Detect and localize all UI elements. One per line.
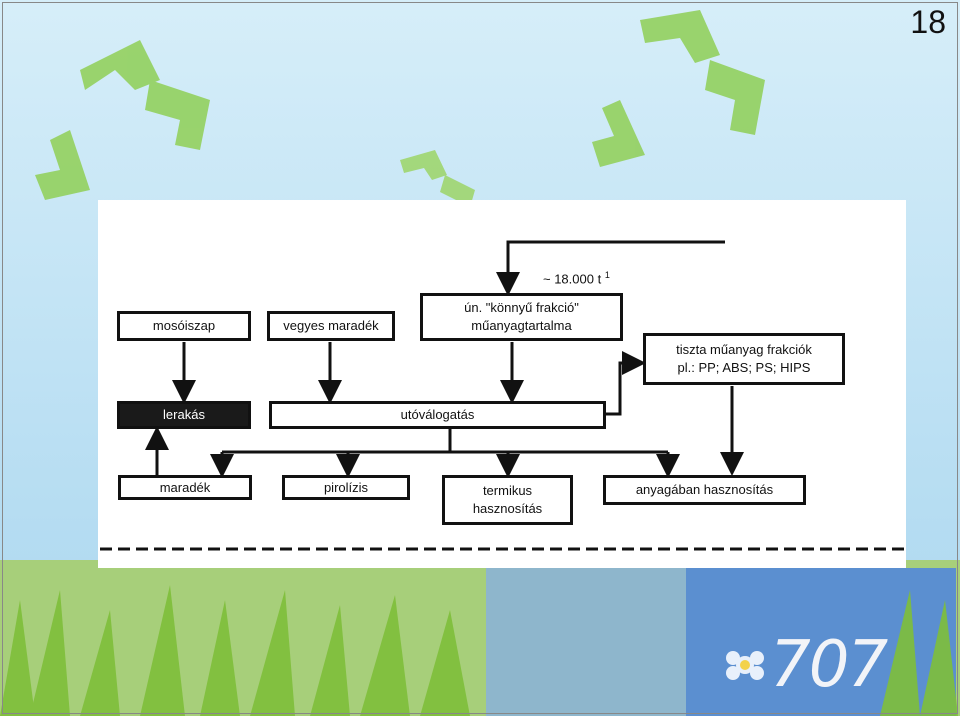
node-vegyes-maradek: vegyes maradék bbox=[267, 311, 395, 341]
tonnage-footnote: 1 bbox=[604, 270, 610, 280]
node-mosoiszap: mosóiszap bbox=[117, 311, 251, 341]
grass bbox=[0, 585, 958, 716]
node-termikus-label-2: hasznosítás bbox=[472, 501, 543, 516]
node-vegyes-label: vegyes maradék bbox=[283, 318, 379, 333]
node-termikus: termikus hasznosítás bbox=[442, 475, 573, 525]
arrow-utovalogatas-tiszta bbox=[606, 351, 646, 416]
node-termikus-label-1: termikus bbox=[482, 483, 533, 498]
node-lerakas-label: lerakás bbox=[163, 407, 205, 422]
tonnage-text: ~ 18.000 t bbox=[543, 271, 602, 287]
node-pirolizis: pirolízis bbox=[282, 475, 410, 500]
node-lerakas: lerakás bbox=[117, 401, 251, 429]
node-maradek-label: maradék bbox=[159, 479, 211, 495]
node-maradek: maradék bbox=[118, 475, 252, 500]
node-utovalogatas-label: utóválogatás bbox=[400, 407, 475, 422]
node-konnyu-label-2: műanyagtartalma bbox=[471, 318, 572, 333]
node-anyagaban-label: anyagában hasznosítás bbox=[635, 482, 774, 497]
watermark-707: 707 bbox=[770, 628, 888, 702]
node-konnyu-label-1: ún. "könnyű frakció" bbox=[464, 300, 579, 315]
node-tiszta-label-1: tiszta műanyag frakciók bbox=[676, 342, 812, 357]
node-tiszta-frakciok: tiszta műanyag frakciók pl.: PP; ABS; PS… bbox=[643, 333, 845, 385]
feed-arrow bbox=[496, 240, 725, 296]
flower-icon bbox=[726, 651, 764, 680]
slide-number: 18 bbox=[910, 4, 946, 40]
node-mosoiszap-label: mosóiszap bbox=[152, 318, 216, 333]
node-pirolizis-label: pirolízis bbox=[323, 479, 369, 495]
node-utovalogatas: utóválogatás bbox=[269, 401, 606, 429]
node-konnyu-frakcio: ún. "könnyű frakció" műanyagtartalma bbox=[420, 293, 623, 341]
tonnage-note: ~ 18.000 t 1 bbox=[543, 270, 610, 286]
node-tiszta-label-2: pl.: PP; ABS; PS; HIPS bbox=[677, 360, 811, 375]
recycle-symbol-right bbox=[592, 10, 765, 167]
recycle-symbol-left bbox=[35, 40, 210, 200]
node-anyagaban: anyagában hasznosítás bbox=[603, 475, 806, 505]
